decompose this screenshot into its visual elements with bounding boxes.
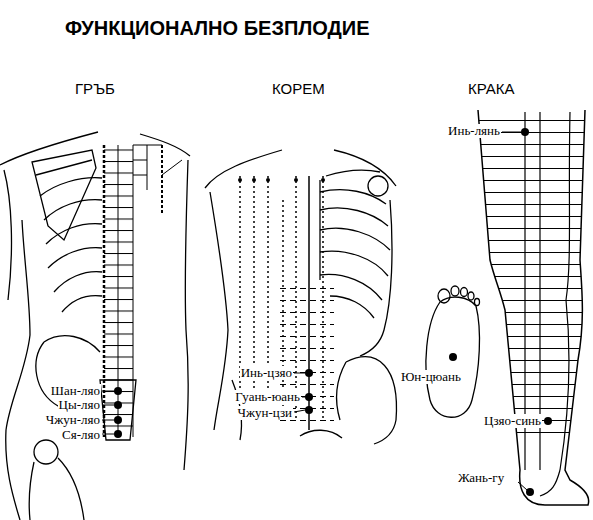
point-label: Гуань-юань (234, 390, 301, 404)
back-meridian (147, 145, 148, 190)
back-meridian (133, 145, 134, 437)
back-figure (6, 220, 30, 520)
back-figure (62, 296, 102, 312)
back-meridian (133, 175, 147, 176)
back-figure (54, 272, 102, 292)
foot-sole (438, 289, 450, 303)
abdomen-meridians (302, 397, 305, 398)
point-label: Жань-гу (457, 471, 505, 485)
acupoint-dot (305, 406, 313, 414)
abdomen-meridians (294, 410, 305, 412)
abdomen-figure (205, 150, 282, 188)
leg-figure (518, 482, 527, 490)
acupoint-dot (238, 178, 325, 414)
back-meridian (102, 405, 114, 406)
leg-figure (540, 470, 560, 496)
point-label: Чжун-ляо (45, 413, 101, 427)
back-figure (4, 170, 11, 300)
acupoint-dot (114, 401, 122, 409)
acupoint-dot (114, 430, 122, 438)
back-meridian (102, 434, 114, 435)
back-figure (29, 462, 34, 520)
back-meridian (102, 145, 182, 437)
back-meridian (161, 145, 163, 215)
back-figure (40, 178, 102, 196)
leg-figure (502, 132, 521, 133)
abdomen-figure (326, 170, 380, 176)
acupoint-dot (521, 128, 529, 136)
foot-sole (451, 286, 459, 296)
foot-sole (461, 288, 468, 297)
acupoint-dot (294, 178, 298, 182)
abdomen-figure (320, 190, 386, 204)
back-meridian (133, 160, 147, 161)
abdomen-figure (368, 176, 388, 196)
point-label: Шан-ляо (50, 384, 101, 398)
back-figure (0, 132, 98, 165)
back-figure (184, 160, 188, 470)
abdomen-meridians (267, 176, 269, 420)
point-label: Юн-цюань (400, 370, 462, 384)
section-heading: КОРЕМ (270, 80, 327, 98)
abdomen-figure (320, 251, 388, 276)
leg-figure (560, 112, 570, 470)
back-meridian (104, 145, 133, 437)
acupoint-dot (321, 178, 325, 182)
back-figure (44, 200, 102, 220)
foot-sole (426, 286, 480, 417)
abdomen-figure (360, 200, 392, 356)
abdomen-figure (337, 362, 346, 420)
section-heading: КРАКА (466, 80, 517, 98)
acupoint-dot (305, 393, 313, 401)
acupoint-dot (238, 178, 242, 182)
acupoint-dot (252, 178, 256, 182)
abdomen-meridians (239, 176, 241, 420)
abdomen-meridians (294, 373, 305, 374)
abdomen-figure (210, 192, 228, 430)
leg-figure (478, 110, 589, 505)
abdomen-figure (346, 357, 396, 444)
abdomen-figure (205, 150, 396, 444)
abdomen-figure (320, 208, 388, 226)
back-figure (58, 458, 84, 520)
leg-figure (470, 110, 590, 505)
abdomen-figure (300, 430, 342, 438)
back-figure (46, 224, 102, 244)
acupoint-dot (114, 416, 122, 424)
foot-sole (426, 297, 480, 417)
back-figure (34, 440, 58, 464)
diagram-title: ФУНКЦИОНАЛНО БЕЗПЛОДИЕ (63, 16, 372, 40)
back-figure (48, 248, 102, 268)
point-label: Цзяо-синь (483, 414, 542, 428)
foot-sole (468, 292, 474, 300)
acupoint-dot (526, 488, 534, 496)
back-figure (36, 160, 92, 175)
back-meridian (162, 160, 182, 175)
abdomen-figure (330, 296, 374, 318)
foot-sole (475, 299, 480, 306)
acupoint-dot (449, 128, 552, 496)
back-figure (44, 336, 100, 352)
back-meridian (103, 145, 106, 437)
point-label: Ся-ляо (61, 428, 101, 442)
acupoint-dot (544, 417, 552, 425)
point-label: Чжун-цзи (237, 406, 293, 420)
point-label: Инь-цзяо (240, 366, 293, 380)
leg-figure (470, 118, 590, 443)
back-meridian (102, 391, 114, 392)
abdomen-meridians (253, 176, 255, 420)
back-meridian (102, 420, 114, 421)
acupoint-dot (266, 178, 270, 182)
point-label: Инь-лянь (447, 124, 501, 138)
acupoint-dot (114, 387, 122, 438)
point-label: Цы-ляо (58, 398, 101, 412)
back-figure (0, 132, 190, 520)
abdomen-figure (320, 228, 390, 250)
section-heading: ГРЪБ (73, 80, 117, 98)
acupoint-dot (449, 353, 457, 361)
acupoint-dot (114, 387, 122, 395)
acupoint-dot (305, 369, 313, 377)
